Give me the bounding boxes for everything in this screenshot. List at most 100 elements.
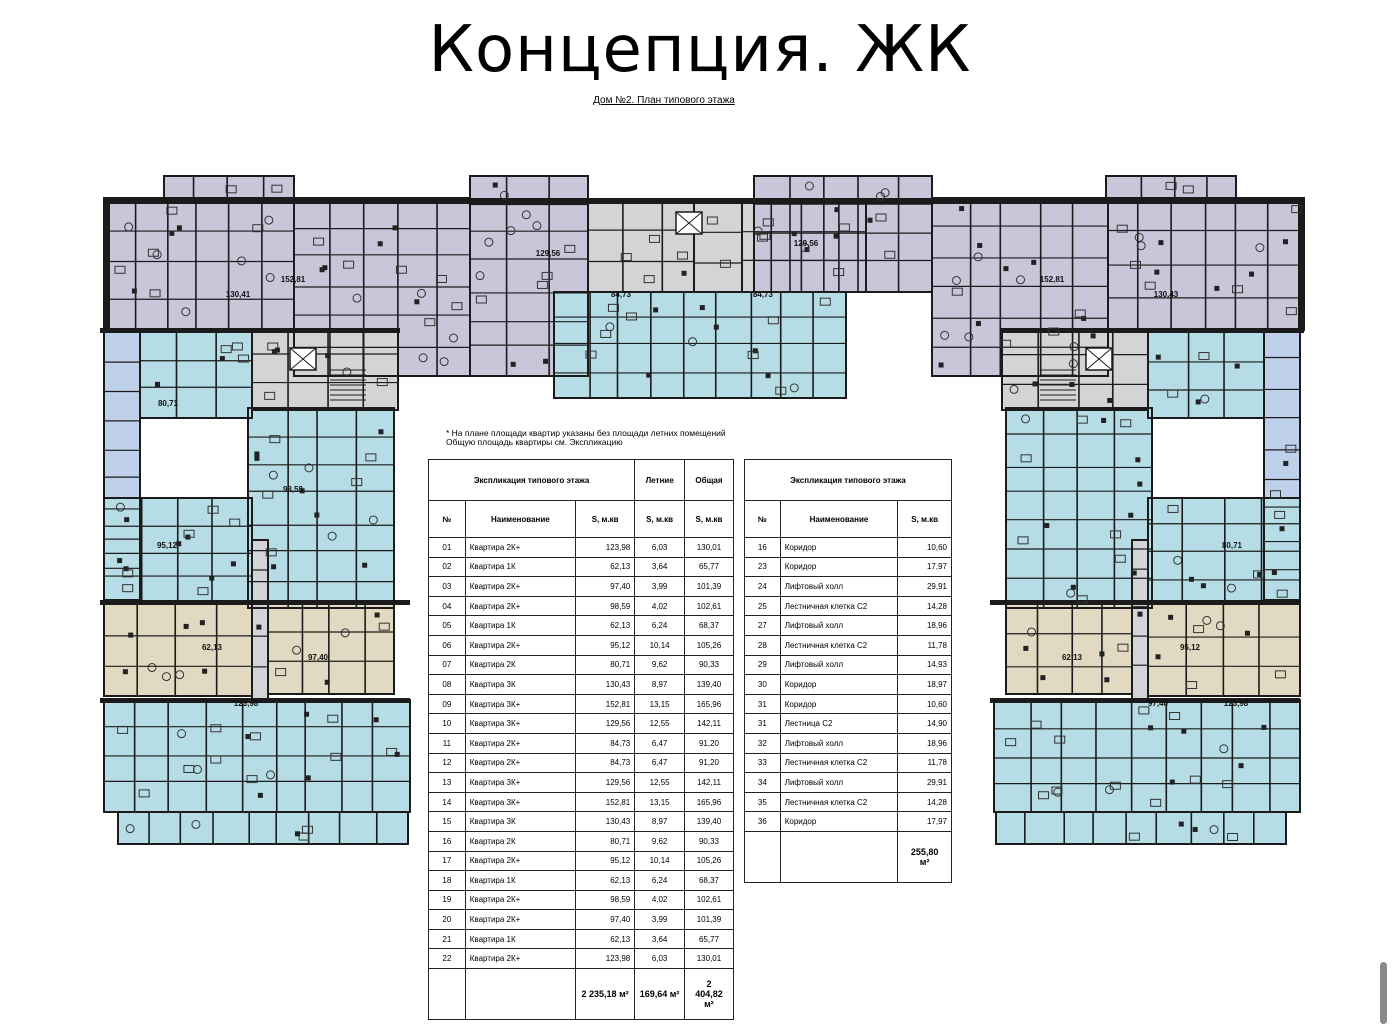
furniture-icon — [237, 354, 249, 363]
table-cell: 16 — [428, 830, 466, 852]
total-overall-line: м² — [704, 999, 714, 1010]
furniture-icon — [313, 237, 325, 246]
furniture-icon — [1066, 588, 1076, 598]
furniture-icon — [677, 251, 689, 260]
furniture-icon — [1167, 389, 1179, 398]
furniture-icon — [1030, 720, 1042, 729]
table-cell: Квартира 2К+ — [464, 889, 577, 911]
table-cell: 11 — [428, 732, 466, 754]
table-cell: 09 — [428, 693, 466, 715]
table-cell: Квартира 3К+ — [464, 713, 577, 734]
table-cell: Квартира 2К — [464, 830, 577, 852]
table-cell: 4,02 — [634, 889, 685, 911]
zone-outline — [247, 407, 395, 609]
table-cell: Квартира 1К — [464, 556, 577, 578]
plan-subtitle: Дом №2. План типового этажа — [593, 95, 735, 106]
apartment-area-label: 130,41 — [226, 290, 251, 299]
furniture-icon — [265, 548, 277, 557]
furniture-icon — [181, 307, 191, 317]
table-cell: 62,13 — [575, 615, 636, 636]
table-cell: 102,61 — [683, 889, 735, 911]
table-cell: Квартира 1К — [464, 615, 577, 636]
outer-wall — [104, 198, 1304, 204]
furniture-icon — [1137, 481, 1143, 487]
furniture-icon — [1068, 359, 1078, 369]
furniture-icon — [1138, 706, 1150, 715]
furniture-icon — [271, 184, 283, 193]
furniture-icon — [1186, 681, 1198, 690]
furniture-icon — [719, 259, 731, 268]
table-cell: 95,12 — [575, 634, 636, 656]
plan-zone — [164, 176, 294, 198]
furniture-icon — [1114, 554, 1126, 563]
furniture-icon — [1244, 630, 1250, 636]
apartment-area-label: 123,98 — [234, 699, 259, 708]
furniture-icon — [1253, 570, 1265, 579]
furniture-icon — [1081, 315, 1087, 321]
furniture-icon — [1279, 526, 1285, 532]
furniture-icon — [147, 248, 159, 257]
furniture-icon — [343, 260, 355, 269]
column-header: S, м.кв — [634, 500, 685, 538]
table-cell: 12,55 — [634, 713, 685, 734]
furniture-icon — [1238, 763, 1244, 769]
furniture-icon — [1009, 384, 1019, 394]
furniture-icon — [1167, 504, 1179, 513]
furniture-icon — [299, 488, 305, 494]
furniture-icon — [1234, 363, 1240, 369]
furniture-icon — [1215, 621, 1225, 631]
table-cell: 4,02 — [634, 595, 685, 617]
table-cell: 17,97 — [897, 811, 952, 832]
furniture-icon — [699, 305, 705, 311]
furniture-icon — [183, 764, 195, 773]
furniture-icon — [1271, 569, 1277, 575]
furniture-icon — [128, 632, 134, 638]
table-cell: 97,40 — [575, 909, 636, 930]
furniture-icon — [1222, 780, 1234, 789]
scrollbar-thumb[interactable] — [1380, 962, 1387, 1024]
table-cell: 06 — [428, 634, 466, 656]
explication-table-apartments: Экспликация типового этажа Летние Общая … — [427, 459, 735, 1021]
outer-wall — [990, 698, 1300, 703]
table-cell: 8,97 — [634, 674, 685, 695]
furniture-icon — [1104, 785, 1114, 795]
furniture-icon — [1023, 645, 1029, 651]
table-cell: 62,13 — [575, 928, 636, 950]
furniture-icon — [373, 717, 379, 723]
outer-wall — [104, 198, 110, 330]
furniture-icon — [176, 225, 182, 231]
apartment-area-label: 84,73 — [611, 290, 632, 299]
furniture-icon — [124, 222, 134, 232]
furniture-icon — [1120, 419, 1132, 428]
furniture-icon — [1283, 460, 1289, 466]
table-cell: 98,59 — [575, 595, 636, 617]
furniture-icon — [131, 288, 137, 294]
apartment-area-label: 95,12 — [157, 541, 178, 550]
furniture-icon — [265, 273, 275, 283]
table-cell: 13 — [428, 772, 466, 793]
table-cell: 130,01 — [683, 537, 735, 558]
table-cell: Квартира 2К+ — [464, 752, 577, 774]
furniture-icon — [149, 289, 161, 298]
furniture-icon — [1128, 832, 1140, 841]
furniture-icon — [1076, 595, 1088, 604]
plan-note-line: * На плане площади квартир указаны без п… — [446, 428, 726, 438]
furniture-icon — [1169, 712, 1181, 721]
total-common-line: м² — [919, 856, 930, 867]
table-cell: 14,90 — [897, 713, 952, 734]
furniture-icon — [1074, 309, 1086, 318]
furniture-icon — [800, 243, 810, 253]
table-cell: 8,97 — [634, 811, 685, 832]
furniture-icon — [1178, 821, 1184, 827]
table-cell: 14,28 — [897, 791, 952, 813]
furniture-icon — [756, 233, 768, 242]
